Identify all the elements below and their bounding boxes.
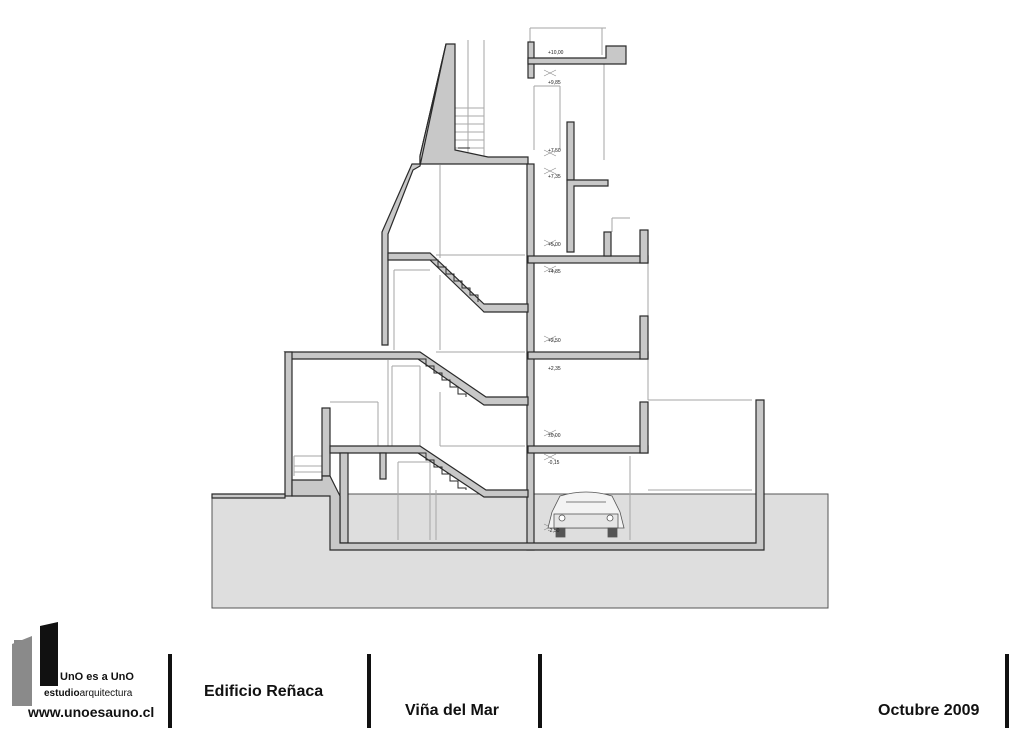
project-name: Edificio Reñaca <box>204 683 324 700</box>
footer-divider <box>538 654 542 728</box>
level-label: +7,35 <box>548 174 561 180</box>
level-label: +9,85 <box>548 80 561 86</box>
project-date: Octubre 2009 <box>878 702 980 719</box>
level-label: -0,15 <box>548 460 560 466</box>
level-label: +10,00 <box>548 50 564 56</box>
project-location: Viña del Mar <box>405 702 499 719</box>
level-label: +5,00 <box>548 242 561 248</box>
level-label: +7,50 <box>548 148 561 154</box>
thin-lines <box>293 27 752 540</box>
logo-line2-bold: estudio <box>44 688 80 699</box>
footer-divider <box>1005 654 1009 728</box>
terrain <box>211 493 829 609</box>
walls-and-slabs <box>211 41 765 551</box>
footer-divider <box>168 654 172 728</box>
footer-divider <box>367 654 371 728</box>
car-icon <box>547 491 625 538</box>
logo-line1: UnO es a UnO <box>60 671 134 683</box>
stair-treads <box>418 147 479 490</box>
level-label: ±0,00 <box>548 433 561 439</box>
level-labels: +10,00 +9,85 +7,50 +7,35 +5,00 +4,85 +2,… <box>548 50 564 534</box>
level-label: +2,50 <box>548 338 561 344</box>
logo-line2-light: arquitectura <box>80 688 133 699</box>
stair-thin-steps <box>294 107 484 473</box>
logo-line2: estudioarquitectura <box>44 688 133 699</box>
level-label: +2,35 <box>548 366 561 372</box>
dimension-markers <box>543 69 557 531</box>
studio-logo: UnO es a UnO estudioarquitectura <box>12 622 134 706</box>
building-section-drawing: +10,00 +9,85 +7,50 +7,35 +5,00 +4,85 +2,… <box>211 27 829 609</box>
level-label: -2,50 <box>548 528 560 534</box>
level-label: +4,85 <box>548 269 561 275</box>
website-link[interactable]: www.unoesauno.cl <box>28 704 155 720</box>
